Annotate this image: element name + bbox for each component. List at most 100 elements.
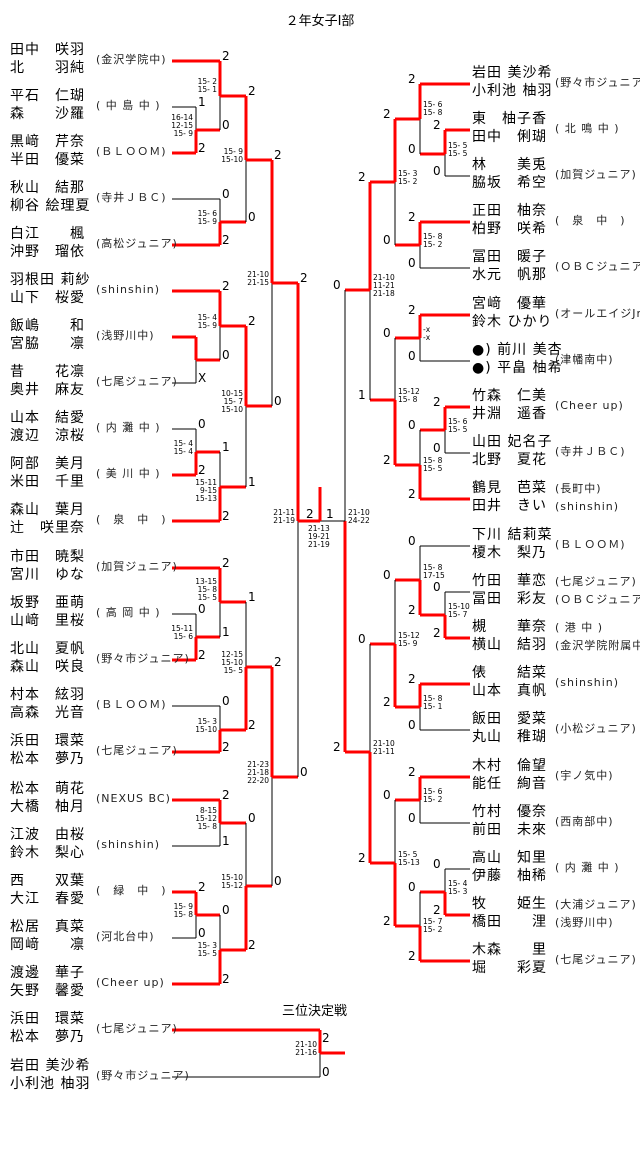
player-name: 北野 夏花 [472,452,547,468]
player-club: (長町中) [555,482,602,495]
game-score: 15- 6 [423,100,443,109]
team-club: ( 泉 中 ) [96,513,167,526]
match-result: X [198,371,207,385]
team-club: (野々市ジュニア) [96,1069,190,1082]
match-result: 0 [358,632,366,646]
team-club: (西南部中) [555,815,614,828]
player-name: 渡辺 涼桜 [10,428,85,444]
game-score: 17-15 [423,571,445,580]
match-result: 0 [322,1065,330,1079]
match-result: 0 [333,278,341,292]
team-club: (ＢＬＯＯＭ) [96,698,167,711]
match-result: 0 [222,903,230,917]
game-score: 15-13 [195,494,217,503]
player-name: 松本 夢乃 [10,1029,85,1045]
team-club: ( 高 岡 中 ) [96,606,161,619]
game-score: 9-15 [199,486,217,495]
player-club: (金沢学院附属中) [555,639,640,652]
final-score: 21-19 [308,540,330,549]
player-name: 榎木 梨乃 [472,545,547,561]
match-result: 2 [222,788,230,802]
player-name: 市田 暁梨 [10,549,85,565]
match-result: 2 [222,233,230,247]
match-result: 0 [198,417,206,431]
game-score: -x [423,325,431,334]
team-club: ( 内 灘 中 ) [96,421,161,434]
player-name: 東 柚子香 [472,111,547,127]
game-score: 15- 9 [173,129,193,138]
match-result: 2 [383,453,391,467]
match-result: 2 [358,851,366,865]
page-title: ２年女子Ⅰ部 [285,14,355,29]
player-name: 昔 花凛 [10,364,85,380]
match-result: 0 [433,164,441,178]
match-result: 2 [408,487,416,501]
team-club: (加賀ジュニア) [96,560,178,573]
player-name: 小利池 柚羽 [472,83,553,99]
game-score: 21-10 [348,508,370,517]
game-score: 8-15 [199,806,217,815]
game-score: -x [423,333,431,342]
game-score: 15- 7 [423,917,443,926]
game-score: 21-10 [373,273,395,282]
player-name: 平石 仁瑚 [10,88,85,104]
player-name: 鈴木 梨心 [10,845,85,861]
team-club: (津幡南中) [555,353,614,366]
player-name: 横山 結羽 [472,637,547,653]
game-score: 15- 9 [173,902,193,911]
player-name: 柳谷 絵理夏 [10,198,91,214]
match-result: 0 [408,718,416,732]
player-club: (ＯＢＣジュニア) [555,593,640,606]
team-club: (Cheer up) [555,399,624,412]
game-score: 15- 6 [197,209,217,218]
game-score: 15-10 [195,725,217,734]
match-result: 1 [222,834,230,848]
match-result: 2 [433,395,441,409]
team-club: ( 内 灘 中 ) [555,861,620,874]
team-club: (オールエイジJr) [555,307,640,320]
match-result: 0 [274,394,282,408]
player-name: 奥井 麻友 [10,382,85,398]
player-name: 宮脇 凛 [10,336,85,352]
player-name: 丸山 稚瑚 [472,729,547,745]
game-score: 15- 8 [197,585,217,594]
player-name: 山﨑 里桜 [10,613,85,629]
player-name: 鈴木 ひかり [472,314,553,330]
team-club: (小松ジュニア) [555,722,637,735]
match-result: 1 [248,590,256,604]
player-name: 井淵 遥香 [472,406,547,422]
player-name: 山下 桜愛 [10,290,85,306]
player-name: 小利池 柚羽 [10,1076,91,1092]
team-club: (七尾ジュニア) [96,744,178,757]
player-name: ●) 前川 美杏 [472,342,563,358]
player-name: 牧 姫生 [472,896,547,912]
player-name: 森山 葉月 [10,502,85,518]
match-result: 0 [408,142,416,156]
match-result: 0 [222,694,230,708]
match-result: 0 [383,568,391,582]
match-result: 0 [222,118,230,132]
match-result: 2 [222,509,230,523]
player-name: 辻 咲里奈 [10,520,85,536]
game-score: 15- 5 [423,464,443,473]
team-club: (加賀ジュニア) [555,168,637,181]
game-score: 15- 7 [223,397,243,406]
match-result: 0 [300,765,308,779]
player-name: 松本 萌花 [10,781,85,797]
final-result-left: 2 [306,507,314,521]
player-club: (shinshin) [555,500,620,513]
game-score: 13-15 [195,577,217,586]
player-club: (大浦ジュニア) [555,898,637,911]
team-club: ( 美 川 中 ) [96,467,161,480]
game-score: 15- 4 [197,313,217,322]
